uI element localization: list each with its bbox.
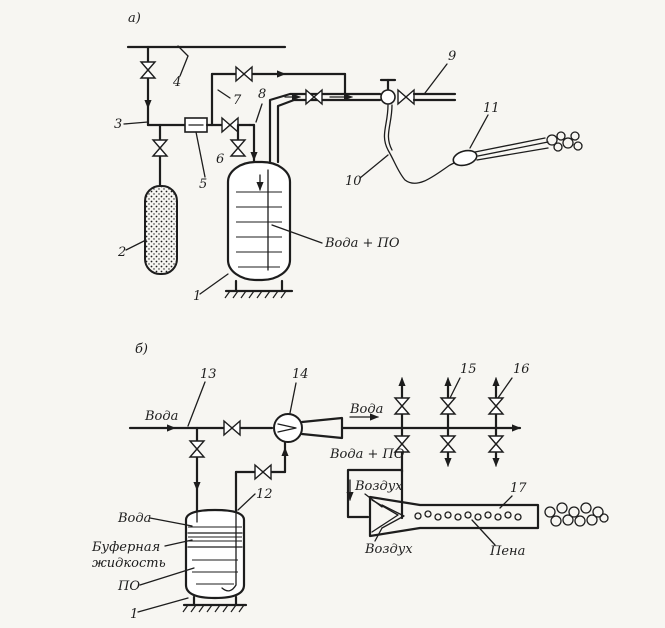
label-9: 9 bbox=[448, 49, 456, 64]
label-2: 2 bbox=[117, 245, 126, 260]
foam-jet-a bbox=[546, 131, 583, 152]
label-17: 17 bbox=[510, 481, 527, 496]
valve-gas-top bbox=[139, 61, 157, 72]
label-12: 12 bbox=[256, 487, 273, 502]
valve-gas-line bbox=[221, 116, 232, 134]
foam-output-b bbox=[544, 502, 609, 527]
label-buffer-2: жидкость bbox=[92, 556, 166, 571]
scheme-b: б) Вода 13 14 12 Вода bbox=[91, 342, 609, 622]
branch-valves bbox=[393, 377, 505, 520]
vessel-1 bbox=[226, 160, 292, 282]
distribution-valve bbox=[380, 89, 396, 105]
label-10: 10 bbox=[345, 174, 362, 189]
scheme-a: а) 4 3 5 2 bbox=[114, 11, 583, 304]
hose-10 bbox=[383, 104, 471, 184]
label-7: 7 bbox=[233, 93, 242, 108]
tank-layers bbox=[187, 526, 243, 585]
valve-po-line bbox=[254, 463, 265, 481]
label-5: 5 bbox=[199, 177, 207, 192]
tank-1 bbox=[184, 508, 246, 600]
label-14: 14 bbox=[292, 367, 309, 382]
label-1b: 1 bbox=[130, 607, 138, 622]
vessel-1-liquid bbox=[236, 191, 282, 268]
valve-cylinder bbox=[151, 139, 169, 150]
ground-hatch-a bbox=[224, 290, 287, 299]
valve-outlet bbox=[305, 88, 316, 106]
label-water-tank: Вода bbox=[117, 511, 151, 526]
label-1a: 1 bbox=[193, 289, 201, 304]
label-buffer-1: Буферная bbox=[91, 540, 160, 555]
foam-nozzle-11 bbox=[452, 149, 478, 167]
label-4: 4 bbox=[172, 75, 181, 90]
label-15: 15 bbox=[460, 362, 477, 377]
valve-line-7 bbox=[235, 65, 246, 83]
gas-cylinder-2 bbox=[144, 185, 178, 275]
label-water-left: Вода bbox=[144, 409, 178, 424]
label-16: 16 bbox=[513, 362, 530, 377]
label-water-po-b: Вода + ПО bbox=[329, 447, 405, 462]
label-6: 6 bbox=[216, 152, 224, 167]
generator-feed-pipe bbox=[346, 468, 404, 519]
ejector-14 bbox=[273, 413, 303, 443]
foam-inside-generator bbox=[414, 510, 522, 521]
label-3: 3 bbox=[114, 117, 122, 132]
label-water-right: Вода bbox=[349, 402, 383, 417]
label-8: 8 bbox=[258, 87, 266, 102]
label-11: 11 bbox=[483, 101, 500, 116]
part-label-a: а) bbox=[128, 11, 141, 26]
label-air-top: Воздух bbox=[354, 479, 403, 494]
valve-6 bbox=[229, 139, 247, 150]
outlet-pipe bbox=[268, 92, 382, 164]
ground-hatch-b bbox=[182, 604, 245, 613]
label-air-bottom: Воздух bbox=[364, 542, 413, 557]
valve-tank-inlet bbox=[188, 440, 206, 451]
foam-generator-17 bbox=[368, 495, 540, 538]
part-label-b: б) bbox=[135, 342, 148, 357]
label-13: 13 bbox=[200, 367, 217, 382]
valve-main bbox=[223, 419, 234, 437]
label-water-po-a: Вода + ПО bbox=[324, 236, 400, 251]
label-foam: Пена bbox=[489, 544, 525, 559]
label-po: ПО bbox=[117, 579, 140, 594]
